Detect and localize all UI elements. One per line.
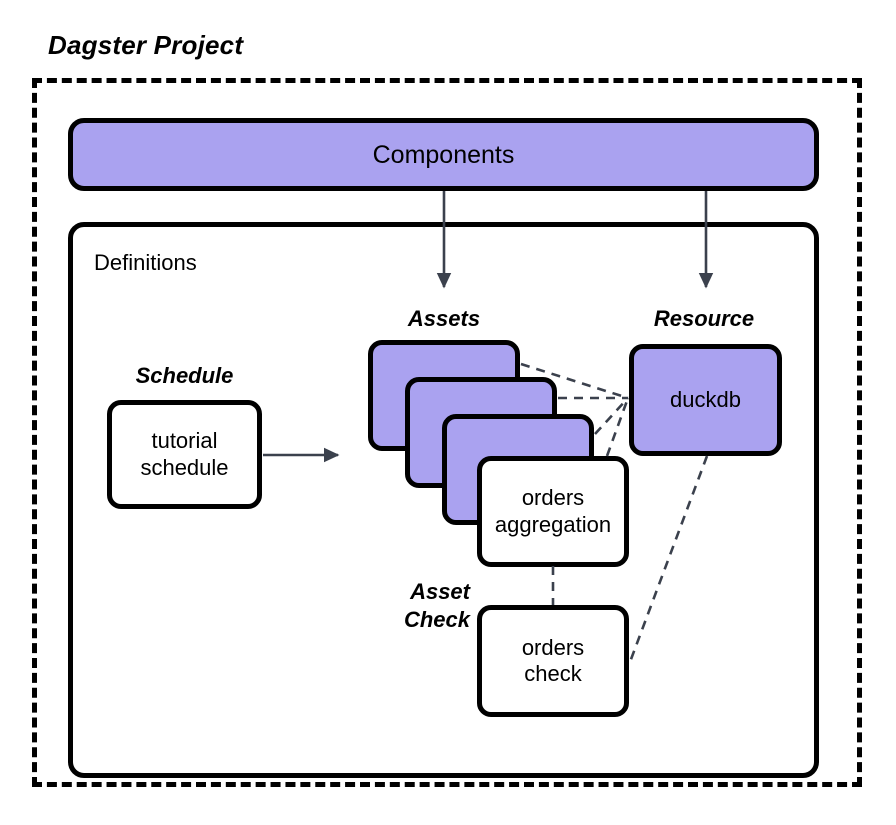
- orders-aggregation-line2: aggregation: [494, 511, 612, 537]
- caption-asset-check: Asset Check: [403, 579, 470, 632]
- orders-check-line1: orders: [521, 634, 585, 660]
- asset-node-orders-aggregation[interactable]: orders aggregation: [477, 456, 629, 567]
- caption-assets: Assets: [407, 306, 481, 331]
- dagster-project-boundary: [32, 78, 862, 787]
- duckdb-label: duckdb: [670, 386, 741, 412]
- orders-check-line2: check: [524, 661, 582, 686]
- components-label: Components: [372, 140, 515, 169]
- schedule-node-tutorial-schedule[interactable]: tutorial schedule: [107, 400, 262, 509]
- schedule-node-line1: tutorial: [151, 428, 218, 454]
- schedule-node-line2: schedule: [140, 454, 229, 480]
- components-node[interactable]: Components: [68, 118, 819, 191]
- caption-resource: Resource: [653, 306, 755, 331]
- page-title: Dagster Project: [48, 30, 244, 60]
- asset-check-node-orders-check[interactable]: orders check: [477, 605, 629, 717]
- definitions-label: Definitions: [94, 250, 197, 275]
- resource-node-duckdb[interactable]: duckdb: [629, 344, 782, 456]
- orders-aggregation-line1: orders: [521, 485, 585, 511]
- caption-schedule: Schedule: [135, 363, 234, 388]
